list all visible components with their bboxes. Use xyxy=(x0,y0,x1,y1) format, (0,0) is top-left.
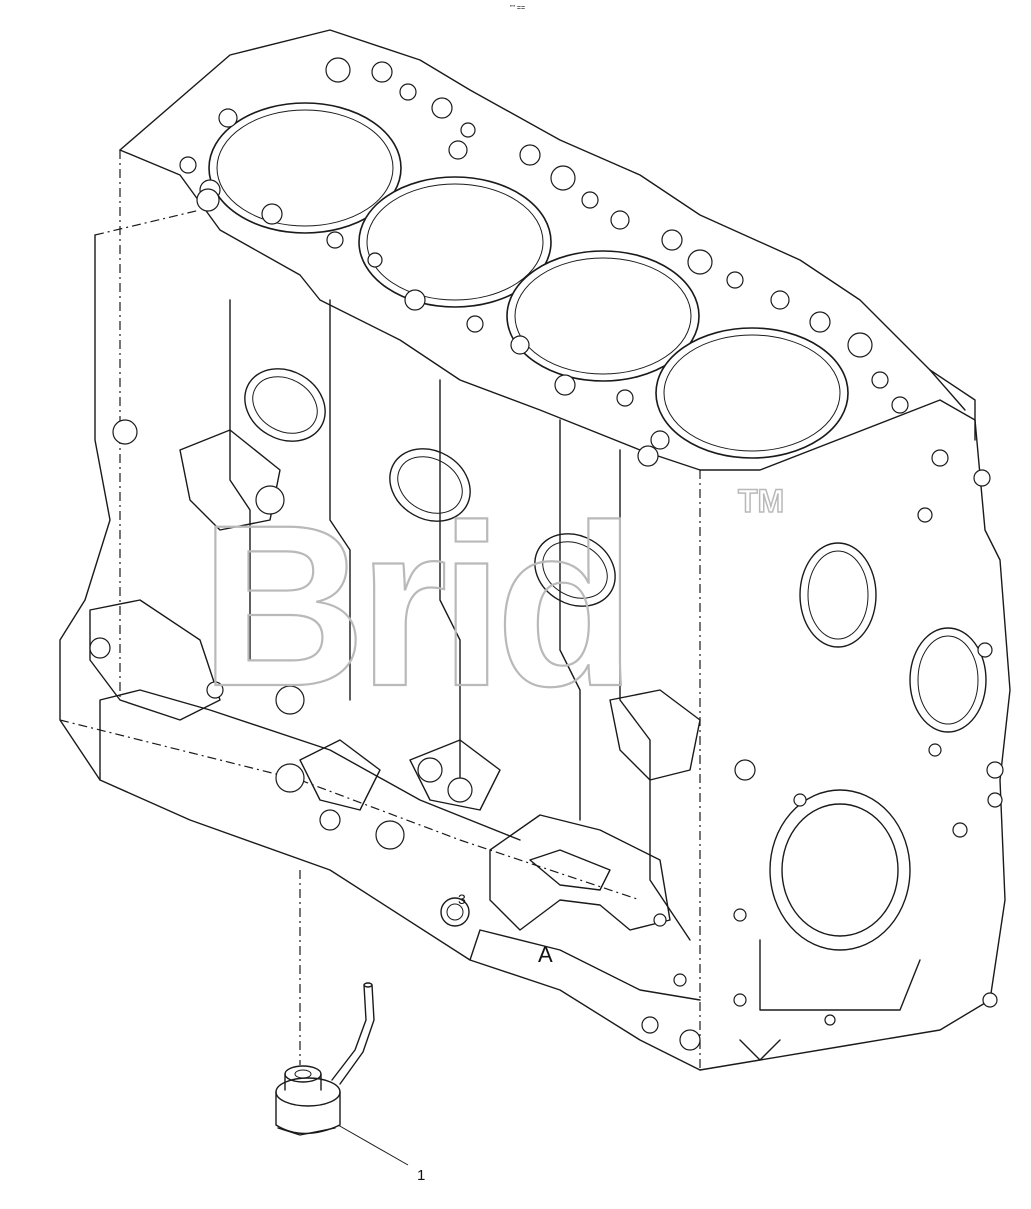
watermark-logo: Brid TM xyxy=(199,476,785,735)
casting-mark-letter: A xyxy=(538,942,553,967)
engine-block xyxy=(59,29,1011,1071)
casting-mark-number: 3 xyxy=(458,891,466,907)
header-mark: "" == xyxy=(510,5,525,12)
callout-leader-line xyxy=(337,1124,409,1166)
watermark-text: Brid xyxy=(200,477,628,734)
watermark-tm: TM xyxy=(738,483,784,519)
sensor-part xyxy=(275,870,375,1136)
head-bolt-holes xyxy=(179,57,909,467)
callout-number-1: 1 xyxy=(417,1167,425,1184)
block-side-holes xyxy=(89,419,1004,1051)
cylinder-bores xyxy=(208,102,849,459)
